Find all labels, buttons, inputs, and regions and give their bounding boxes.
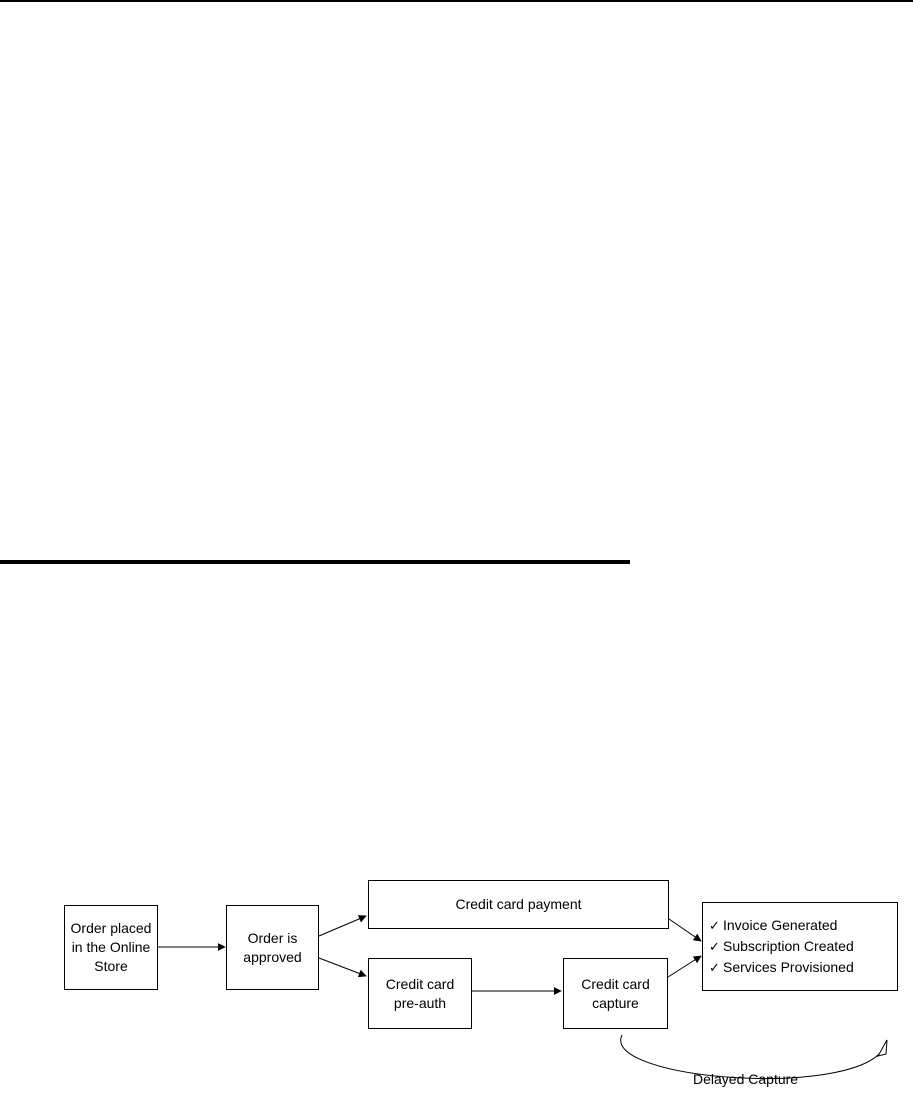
outcome-item: ✓Subscription Created — [709, 936, 854, 957]
outcomes-node: ✓Invoice Generated ✓Subscription Created… — [702, 902, 898, 991]
check-icon: ✓ — [709, 939, 720, 954]
order-placed-node: Order placed in the Online Store — [64, 905, 158, 990]
arrow-approved-to-preauth — [318, 957, 367, 978]
arrow-payment-to-outcomes — [668, 918, 702, 942]
credit-card-capture-label: Credit card capture — [581, 975, 650, 1011]
outcome-label: Subscription Created — [723, 938, 854, 954]
connector-layer — [158, 915, 888, 1079]
delayed-capture-arrowhead — [876, 1039, 888, 1057]
outcome-item: ✓Services Provisioned — [709, 957, 854, 978]
payment-flow-diagram: Order placed in the Online Store Order i… — [0, 870, 913, 1098]
credit-card-capture-node: Credit card capture — [563, 958, 668, 1029]
outcomes-list: ✓Invoice Generated ✓Subscription Created… — [709, 915, 854, 978]
credit-card-preauth-node: Credit card pre-auth — [368, 958, 472, 1029]
order-approved-node: Order is approved — [226, 905, 319, 990]
top-divider — [0, 0, 913, 2]
check-icon: ✓ — [709, 960, 720, 975]
delayed-capture-label: Delayed Capture — [693, 1071, 799, 1087]
outcome-item: ✓Invoice Generated — [709, 915, 854, 936]
credit-card-preauth-label: Credit card pre-auth — [385, 975, 455, 1011]
delayed-capture-curve — [620, 1034, 886, 1079]
arrow-approved-to-payment — [318, 915, 367, 937]
arrow-capture-to-outcomes — [667, 955, 702, 978]
order-placed-label: Order placed in the Online Store — [70, 920, 152, 974]
outcome-label: Services Provisioned — [723, 959, 854, 975]
outcome-label: Invoice Generated — [723, 917, 838, 933]
order-approved-label: Order is approved — [243, 929, 302, 965]
section-divider — [0, 560, 630, 564]
credit-card-payment-node: Credit card payment — [368, 880, 669, 929]
check-icon: ✓ — [709, 918, 720, 933]
credit-card-payment-label: Credit card payment — [455, 896, 582, 912]
